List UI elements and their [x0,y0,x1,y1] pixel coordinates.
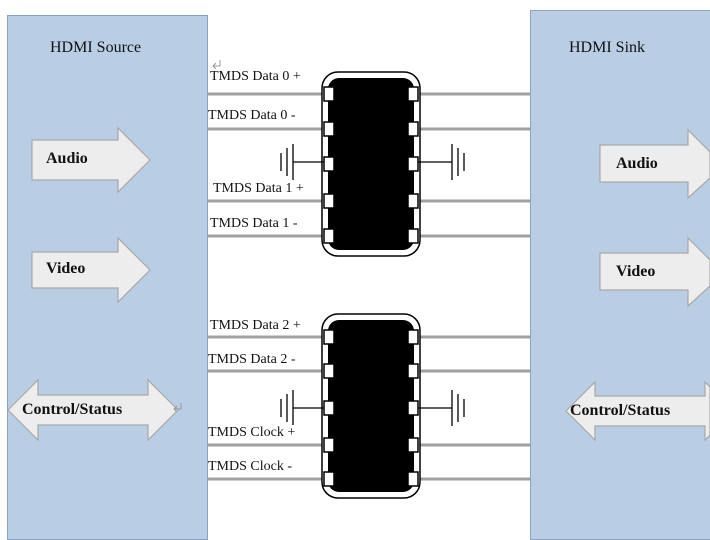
signal-label: TMDS Data 1 + [213,181,304,197]
source-video-label: Video [46,260,86,277]
ground-icon [280,144,324,180]
signal-label: TMDS Data 2 + [210,318,301,334]
chip-1 [321,71,421,257]
signal-label: TMDS Data 1 - [210,216,298,232]
sink-video-arrow-icon [599,236,710,308]
chip-2 [321,313,421,499]
ground-icon [418,390,465,426]
return-mark-icon [212,60,221,70]
signal-label: TMDS Data 2 - [208,352,296,368]
source-audio-label: Audio [46,150,88,167]
sink-control-status-label: Control/Status [570,402,671,419]
audio-arrow-icon [31,126,151,194]
video-arrow-icon [31,236,151,304]
sink-audio-label: Audio [616,155,658,172]
sink-audio-arrow-icon [599,128,710,200]
source-control-status-label: Control/Status [22,401,123,418]
signal-label: TMDS Data 0 + [210,69,301,85]
sink-control-status-arrow-icon [565,380,710,442]
ground-icon [418,144,465,180]
signal-label: TMDS Data 0 - [208,108,296,124]
return-mark-icon [173,403,182,413]
source-title: HDMI Source [50,39,142,56]
signal-label: TMDS Clock + [208,425,296,441]
sink-video-label: Video [616,263,656,280]
signal-label: TMDS Clock - [208,459,292,475]
control-status-arrow-icon [7,378,179,442]
ground-icon [280,390,324,426]
sink-title: HDMI Sink [569,39,646,56]
